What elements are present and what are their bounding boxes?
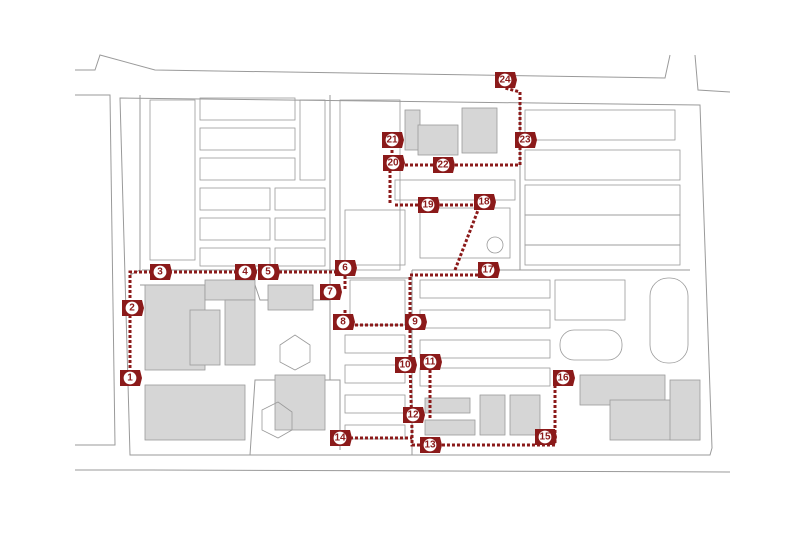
waypoint-9: 9 [405, 314, 427, 330]
waypoint-label: 7 [327, 287, 333, 298]
waypoint-circle [405, 407, 421, 423]
waypoint-circle [537, 429, 553, 445]
waypoint-7: 7 [320, 284, 342, 300]
waypoint-circle [422, 437, 438, 453]
waypoint-label: 3 [157, 267, 163, 278]
waypoint-circle [152, 264, 168, 280]
waypoint-label: 10 [399, 360, 411, 371]
waypoint-10: 10 [395, 357, 417, 373]
waypoint-label: 15 [539, 432, 551, 443]
waypoint-circle [335, 314, 351, 330]
waypoint-label: 4 [242, 267, 248, 278]
waypoint-circle [122, 370, 138, 386]
waypoint-circle [332, 430, 348, 446]
waypoint-17: 17 [478, 262, 500, 278]
waypoint-label: 16 [557, 373, 569, 384]
waypoint-3: 3 [150, 264, 172, 280]
waypoint-circle [337, 260, 353, 276]
waypoint-label: 1 [127, 373, 133, 384]
waypoint-circle [480, 262, 496, 278]
waypoint-2: 2 [122, 300, 144, 316]
waypoint-label: 17 [482, 265, 494, 276]
waypoint-circle [124, 300, 140, 316]
waypoint-label: 14 [334, 433, 346, 444]
waypoint-circle [260, 264, 276, 280]
waypoint-19: 19 [418, 197, 440, 213]
waypoint-13: 13 [420, 437, 442, 453]
waypoint-1: 1 [120, 370, 142, 386]
waypoint-8: 8 [333, 314, 355, 330]
waypoint-label: 19 [422, 200, 434, 211]
waypoint-22: 22 [433, 157, 455, 173]
waypoint-14: 14 [330, 430, 352, 446]
waypoint-circle [476, 194, 492, 210]
waypoint-label: 22 [437, 160, 449, 171]
waypoint-label: 18 [478, 197, 490, 208]
waypoint-label: 2 [129, 303, 135, 314]
waypoint-11: 11 [420, 354, 442, 370]
waypoint-circle [420, 197, 436, 213]
buildings [144, 97, 701, 441]
waypoint-label: 6 [342, 263, 348, 274]
waypoint-12: 12 [403, 407, 425, 423]
waypoint-label: 13 [424, 440, 436, 451]
waypoint-circle [435, 157, 451, 173]
waypoint-23: 23 [515, 132, 537, 148]
waypoint-circle [497, 72, 513, 88]
waypoint-24: 24 [495, 72, 517, 88]
waypoint-circle [517, 132, 533, 148]
waypoint-4: 4 [235, 264, 257, 280]
waypoint-label: 12 [407, 410, 419, 421]
waypoint-5: 5 [258, 264, 280, 280]
waypoint-circle [555, 370, 571, 386]
waypoint-20: 20 [383, 155, 405, 171]
waypoint-label: 8 [340, 317, 346, 328]
waypoint-circle [384, 132, 400, 148]
waypoint-circle [237, 264, 253, 280]
waypoint-15: 15 [535, 429, 557, 445]
waypoint-label: 24 [499, 75, 511, 86]
waypoint-label: 5 [265, 267, 271, 278]
waypoint-16: 16 [553, 370, 575, 386]
waypoint-label: 11 [425, 357, 436, 368]
waypoint-label: 9 [412, 317, 418, 328]
waypoint-circle [407, 314, 423, 330]
waypoint-21: 21 [382, 132, 404, 148]
waypoint-circle [322, 284, 338, 300]
waypoint-6: 6 [335, 260, 357, 276]
waypoint-18: 18 [474, 194, 496, 210]
waypoint-circle [422, 354, 438, 370]
waypoint-circle [397, 357, 413, 373]
waypoint-circle [385, 155, 401, 171]
waypoint-label: 23 [519, 135, 531, 146]
waypoint-label: 20 [387, 158, 399, 169]
waypoint-label: 21 [386, 135, 398, 146]
